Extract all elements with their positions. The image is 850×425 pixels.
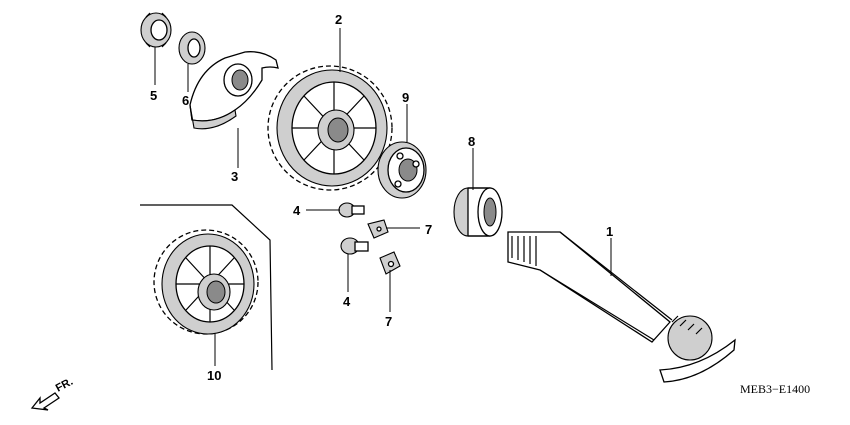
front-arrow-icon [30, 392, 60, 411]
lock-tab-upper-part [367, 219, 389, 239]
callout-3: 3 [231, 169, 238, 184]
callout-8: 8 [468, 134, 475, 149]
large-gear-part [267, 65, 393, 191]
front-direction-indicator: FR. [30, 376, 75, 411]
bolt-lower-part [340, 237, 369, 255]
washer-part [178, 31, 206, 65]
castle-nut-part [140, 12, 172, 48]
bearing-part [377, 141, 427, 199]
callout-10: 10 [207, 368, 221, 383]
leader-lines [154, 28, 612, 366]
direction-label: FR. [54, 376, 75, 395]
callout-7-upper: 7 [425, 222, 432, 237]
shaft-part [507, 231, 736, 383]
small-gear-part [140, 204, 273, 371]
callout-4-upper: 4 [293, 203, 301, 218]
diagram-code: MEB3−E1400 [740, 382, 810, 396]
callout-9: 9 [402, 90, 409, 105]
callout-labels: 1 2 3 4 4 5 6 7 7 8 9 10 [150, 12, 613, 383]
callout-2: 2 [335, 12, 342, 27]
callout-5: 5 [150, 88, 157, 103]
needle-bearing-part [453, 187, 503, 237]
callout-4-lower: 4 [343, 294, 351, 309]
guide-plate-part [189, 51, 279, 130]
bolt-upper-part [338, 202, 365, 218]
callout-1: 1 [606, 224, 613, 239]
lock-tab-lower-part [379, 251, 401, 275]
callout-7-lower: 7 [385, 314, 392, 329]
callout-6: 6 [182, 93, 189, 108]
